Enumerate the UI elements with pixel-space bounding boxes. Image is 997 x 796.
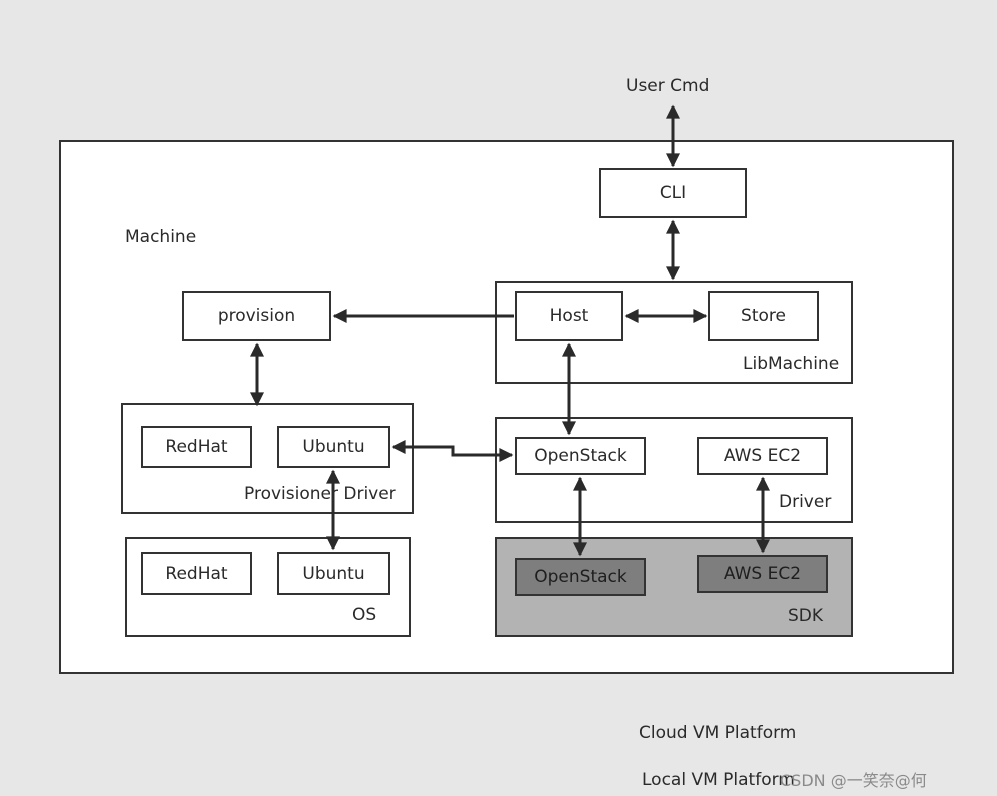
cli-node: CLI (599, 168, 747, 218)
csdn-watermark: CSDN @​一笑奈@何 (780, 771, 927, 790)
user-cmd-label: User Cmd (626, 76, 710, 96)
sdk-openstack-node: OpenStack (515, 558, 646, 596)
driver-openstack-node: OpenStack (515, 437, 646, 475)
cloud-vm-platform-label: Cloud VM Platform (639, 723, 797, 743)
local-vm-platform-label: Local VM Platform (642, 770, 795, 790)
store-node: Store (708, 291, 819, 341)
os-redhat-node: RedHat (141, 552, 252, 595)
machine-label: Machine (125, 227, 197, 247)
driver-label: Driver (779, 492, 832, 512)
provisioner-redhat-node: RedHat (141, 426, 252, 468)
libmachine-label: LibMachine (743, 354, 840, 374)
provisioner-ubuntu-node: Ubuntu (277, 426, 390, 468)
provision-node: provision (182, 291, 331, 341)
os-label: OS (352, 605, 377, 625)
driver-aws-node: AWS EC2 (697, 437, 828, 475)
sdk-label: SDK (788, 606, 824, 626)
ubuntu-openstack-arrow (391, 440, 514, 462)
sdk-aws-node: AWS EC2 (697, 555, 828, 593)
os-ubuntu-node: Ubuntu (277, 552, 390, 595)
provisioner-driver-label: Provisioner Driver (244, 484, 396, 504)
host-node: Host (515, 291, 623, 341)
